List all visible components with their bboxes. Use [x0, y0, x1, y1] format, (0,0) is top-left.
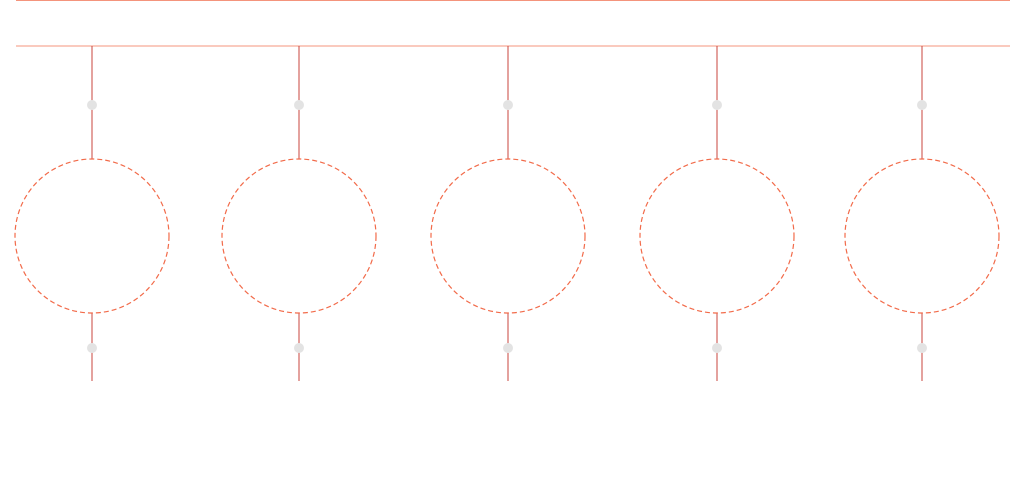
- junction-dot-top: [917, 100, 927, 110]
- node-circle: [221, 158, 377, 314]
- junction-dot-bottom: [87, 343, 97, 353]
- junction-dot-top: [712, 100, 722, 110]
- node-circle: [844, 158, 1000, 314]
- node-circle: [14, 158, 170, 314]
- node-1: [14, 46, 170, 381]
- rails-group: [16, 0, 1010, 47]
- junction-dot-bottom: [503, 343, 513, 353]
- junction-dot-bottom: [294, 343, 304, 353]
- node-2: [221, 46, 377, 381]
- junction-dot-top: [503, 100, 513, 110]
- junction-dot-top: [87, 100, 97, 110]
- junction-dot-bottom: [712, 343, 722, 353]
- node-circle: [430, 158, 586, 314]
- node-4: [639, 46, 795, 381]
- junction-dot-top: [294, 100, 304, 110]
- nodes-group: [14, 46, 1000, 381]
- node-circle: [639, 158, 795, 314]
- node-3: [430, 46, 586, 381]
- junction-dot-bottom: [917, 343, 927, 353]
- node-5: [844, 46, 1000, 381]
